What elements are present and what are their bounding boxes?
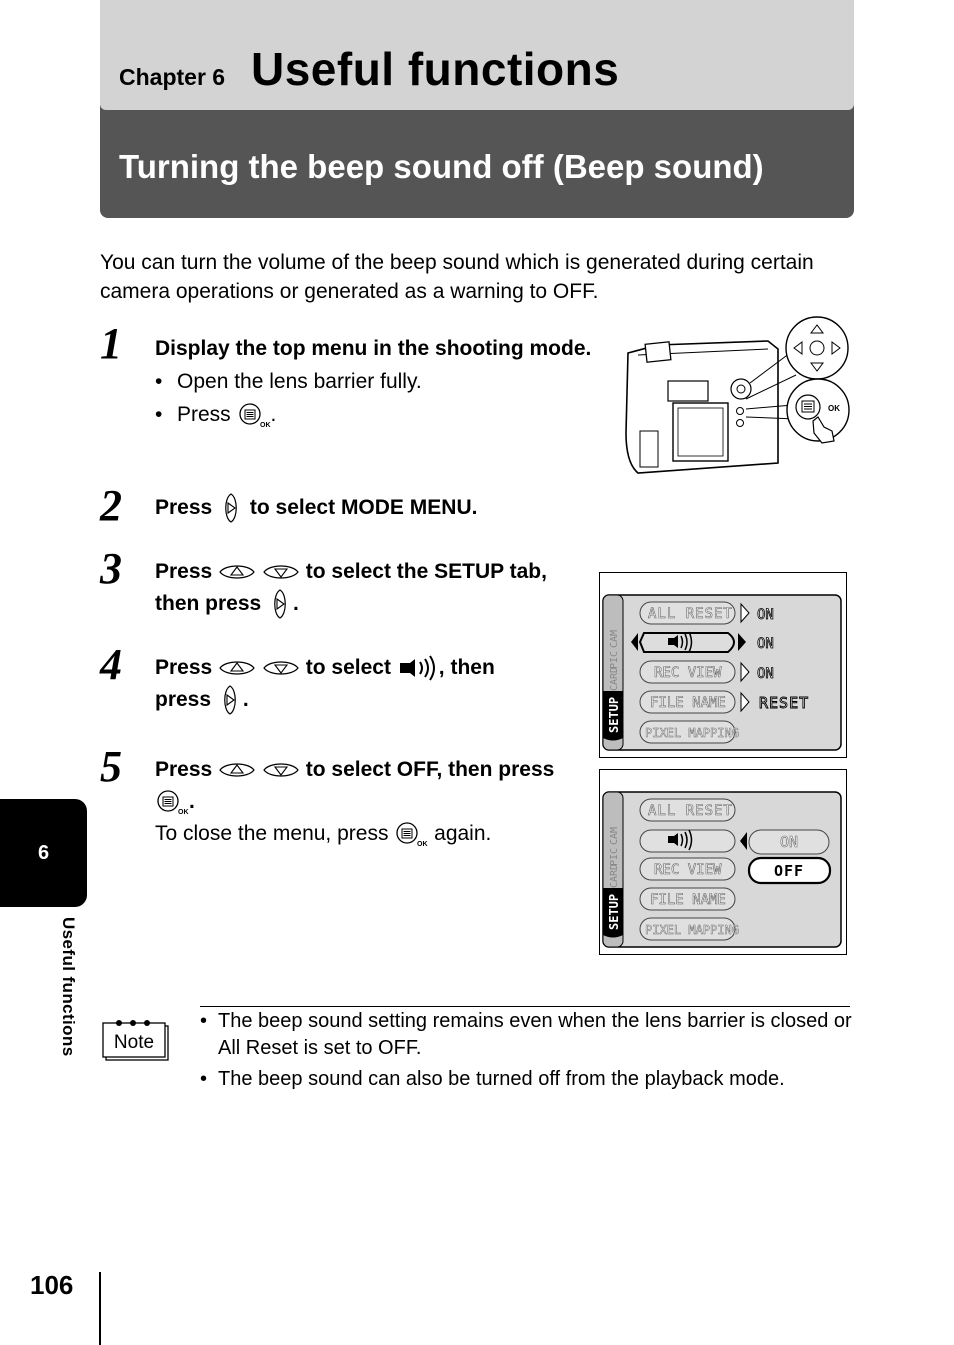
arrow-down-button-icon bbox=[263, 661, 299, 676]
menu-item-pixel-mapping: PIXEL MAPPING bbox=[645, 923, 739, 937]
tab-pic: PIC bbox=[609, 848, 620, 866]
menu-screen-2: CAM PIC CARD SETUP ALL RESET ON OFF REC … bbox=[599, 769, 847, 955]
intro-paragraph: You can turn the volume of the beep soun… bbox=[100, 251, 814, 303]
note-item: •The beep sound can also be turned off f… bbox=[200, 1068, 785, 1090]
note-item: •The beep sound setting remains even whe… bbox=[200, 1010, 852, 1059]
section-header-bar bbox=[100, 104, 854, 218]
step-number: 5 bbox=[100, 742, 122, 791]
note-body: •The beep sound setting remains even whe… bbox=[200, 1008, 855, 1097]
option-on: ON bbox=[780, 833, 798, 851]
tab-pic: PIC bbox=[609, 651, 620, 669]
step-number: 4 bbox=[100, 640, 122, 689]
menu-item-all-reset: ALL RESET bbox=[648, 606, 733, 622]
camera-illustration: OK bbox=[625, 316, 850, 474]
tab-setup: SETUP bbox=[607, 697, 621, 733]
step-3: Press to select the SETUP tab, then pres… bbox=[155, 556, 555, 620]
note-icon-label: Note bbox=[114, 1032, 154, 1053]
step-1: Display the top menu in the shooting mod… bbox=[155, 333, 595, 431]
step-1-bullet: •Open the lens barrier fully. bbox=[155, 370, 422, 393]
svg-text:OK: OK bbox=[417, 841, 428, 847]
page-number: 106 bbox=[30, 1270, 74, 1300]
step-number: 3 bbox=[100, 544, 122, 593]
svg-text:OK: OK bbox=[178, 809, 189, 815]
ok-label: OK bbox=[828, 404, 840, 413]
tab-card: CARD bbox=[609, 667, 620, 691]
tab-card: CARD bbox=[609, 864, 620, 888]
menu-item-all-reset: ALL RESET bbox=[648, 803, 733, 819]
menu-value: ON bbox=[757, 666, 774, 682]
arrow-down-button-icon bbox=[263, 565, 299, 580]
arrow-right-button-icon bbox=[274, 589, 286, 620]
menu-item-rec-view: REC VIEW bbox=[654, 665, 722, 681]
note-icon: Note bbox=[102, 1020, 169, 1061]
step-1-title: Display the top menu in the shooting mod… bbox=[155, 337, 592, 360]
step-5-note: To close the menu, press OK again. bbox=[155, 822, 492, 848]
chapter-label: Chapter 6 bbox=[119, 64, 226, 90]
step-1-bullet: •Press OK . bbox=[155, 403, 277, 429]
chapter-header-bar bbox=[100, 0, 854, 110]
page-number-rule bbox=[99, 1272, 101, 1345]
chapter-title: Useful functions bbox=[251, 43, 620, 95]
step-2: Press to select MODE MENU. bbox=[155, 492, 595, 524]
menu-item-rec-view: REC VIEW bbox=[654, 862, 722, 878]
step-4: Press to select , then press . bbox=[155, 652, 555, 716]
menu-screen-1: CAM PIC CARD SETUP ALL RESET ON ON REC V… bbox=[599, 572, 847, 758]
arrow-right-button-icon bbox=[225, 493, 237, 524]
arrow-right-button-icon bbox=[224, 685, 236, 716]
menu-value: ON bbox=[757, 636, 774, 652]
note-divider bbox=[200, 1006, 850, 1007]
step-number: 1 bbox=[100, 319, 122, 368]
arrow-up-button-icon bbox=[219, 565, 255, 580]
menu-ok-button-icon: OK bbox=[396, 822, 428, 847]
menu-ok-button-icon: OK bbox=[157, 790, 189, 815]
menu-value: ON bbox=[757, 607, 774, 623]
arrow-up-button-icon bbox=[219, 661, 255, 676]
beep-sound-icon bbox=[399, 655, 435, 682]
section-title: Turning the beep sound off (Beep sound) bbox=[119, 148, 764, 185]
menu-item-file-name: FILE NAME bbox=[650, 892, 726, 908]
arrow-down-button-icon bbox=[263, 763, 299, 778]
tab-setup: SETUP bbox=[607, 894, 621, 930]
svg-text:OK: OK bbox=[260, 422, 271, 428]
arrow-up-button-icon bbox=[219, 763, 255, 778]
menu-item-file-name: FILE NAME bbox=[650, 695, 726, 711]
tab-cam: CAM bbox=[609, 630, 620, 648]
chapter-side-tab bbox=[0, 799, 87, 907]
menu-ok-button-icon: OK bbox=[238, 403, 271, 428]
option-off-selected: OFF bbox=[774, 862, 804, 880]
chapter-side-label: Useful functions bbox=[59, 917, 78, 1057]
chapter-side-number: 6 bbox=[37, 842, 50, 864]
step-number: 2 bbox=[100, 481, 122, 530]
menu-item-pixel-mapping: PIXEL MAPPING bbox=[645, 726, 739, 740]
step-5: Press to select OFF, then press OK . To … bbox=[155, 754, 555, 850]
menu-value: RESET bbox=[759, 694, 809, 712]
tab-cam: CAM bbox=[609, 827, 620, 845]
